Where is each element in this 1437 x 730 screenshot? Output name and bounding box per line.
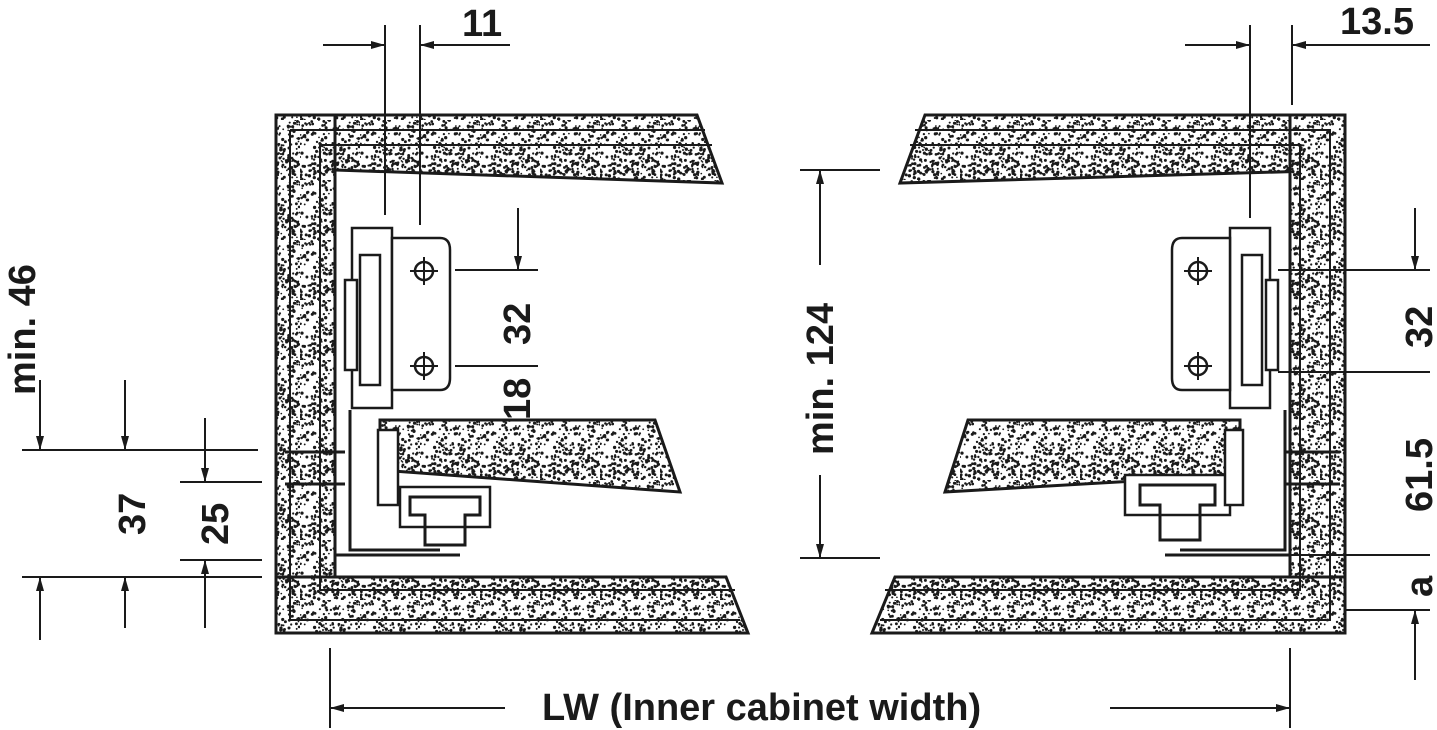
right-top-panel [897,113,1347,185]
right-cabinet [869,113,1347,635]
left-side-panel [274,113,337,635]
dim-13-5-label: 13.5 [1340,1,1414,43]
right-bottom-panel [869,575,1347,635]
dim-lw-label: LW (Inner cabinet width) [542,687,981,729]
left-cabinet [274,113,751,635]
dim-18-label: 18 [497,378,539,420]
dim-37-label: 37 [112,493,154,535]
dim-a-label: a [1399,575,1437,597]
dim-32-right-label: 32 [1399,306,1437,348]
right-hinge-bracket [1123,226,1340,557]
left-top-panel [274,113,725,185]
dim-11-label: 11 [462,3,502,45]
dim-32-left-label: 32 [497,303,539,345]
dim-25-label: 25 [195,503,237,545]
dim-61-5-label: 61.5 [1399,438,1437,512]
dim-min124-label: min. 124 [800,303,842,455]
left-hinge-bracket [285,226,492,557]
left-bottom-panel [274,575,751,635]
dimension-lines [22,25,1430,728]
dim-min46-label: min. 46 [2,264,44,395]
left-drawer-bottom [378,418,683,494]
